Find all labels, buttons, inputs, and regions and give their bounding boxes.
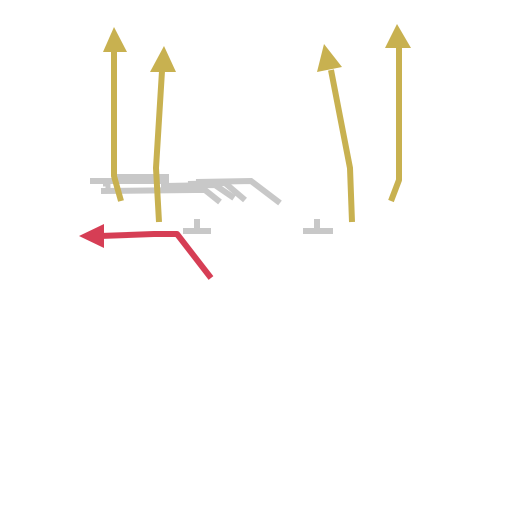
gray-stroke bbox=[103, 181, 111, 189]
gold-arrows bbox=[103, 24, 411, 223]
gray-stroke bbox=[100, 187, 222, 205]
gold-arrow-shaft bbox=[111, 50, 124, 202]
gold-arrow-shaft bbox=[388, 47, 402, 203]
gray-marks bbox=[90, 174, 333, 234]
arrow-up-icon bbox=[103, 27, 127, 52]
gold-arrow-shaft bbox=[153, 70, 165, 223]
gray-stroke bbox=[195, 177, 282, 206]
arrow-up-icon bbox=[317, 44, 342, 72]
arrow-up-icon bbox=[150, 46, 176, 72]
red-arrow bbox=[79, 224, 214, 280]
gold-arrow-shaft bbox=[328, 69, 355, 223]
arrow-up-icon bbox=[385, 24, 411, 48]
arrow-left-icon bbox=[79, 224, 104, 248]
red-arrow-shaft bbox=[99, 231, 214, 280]
